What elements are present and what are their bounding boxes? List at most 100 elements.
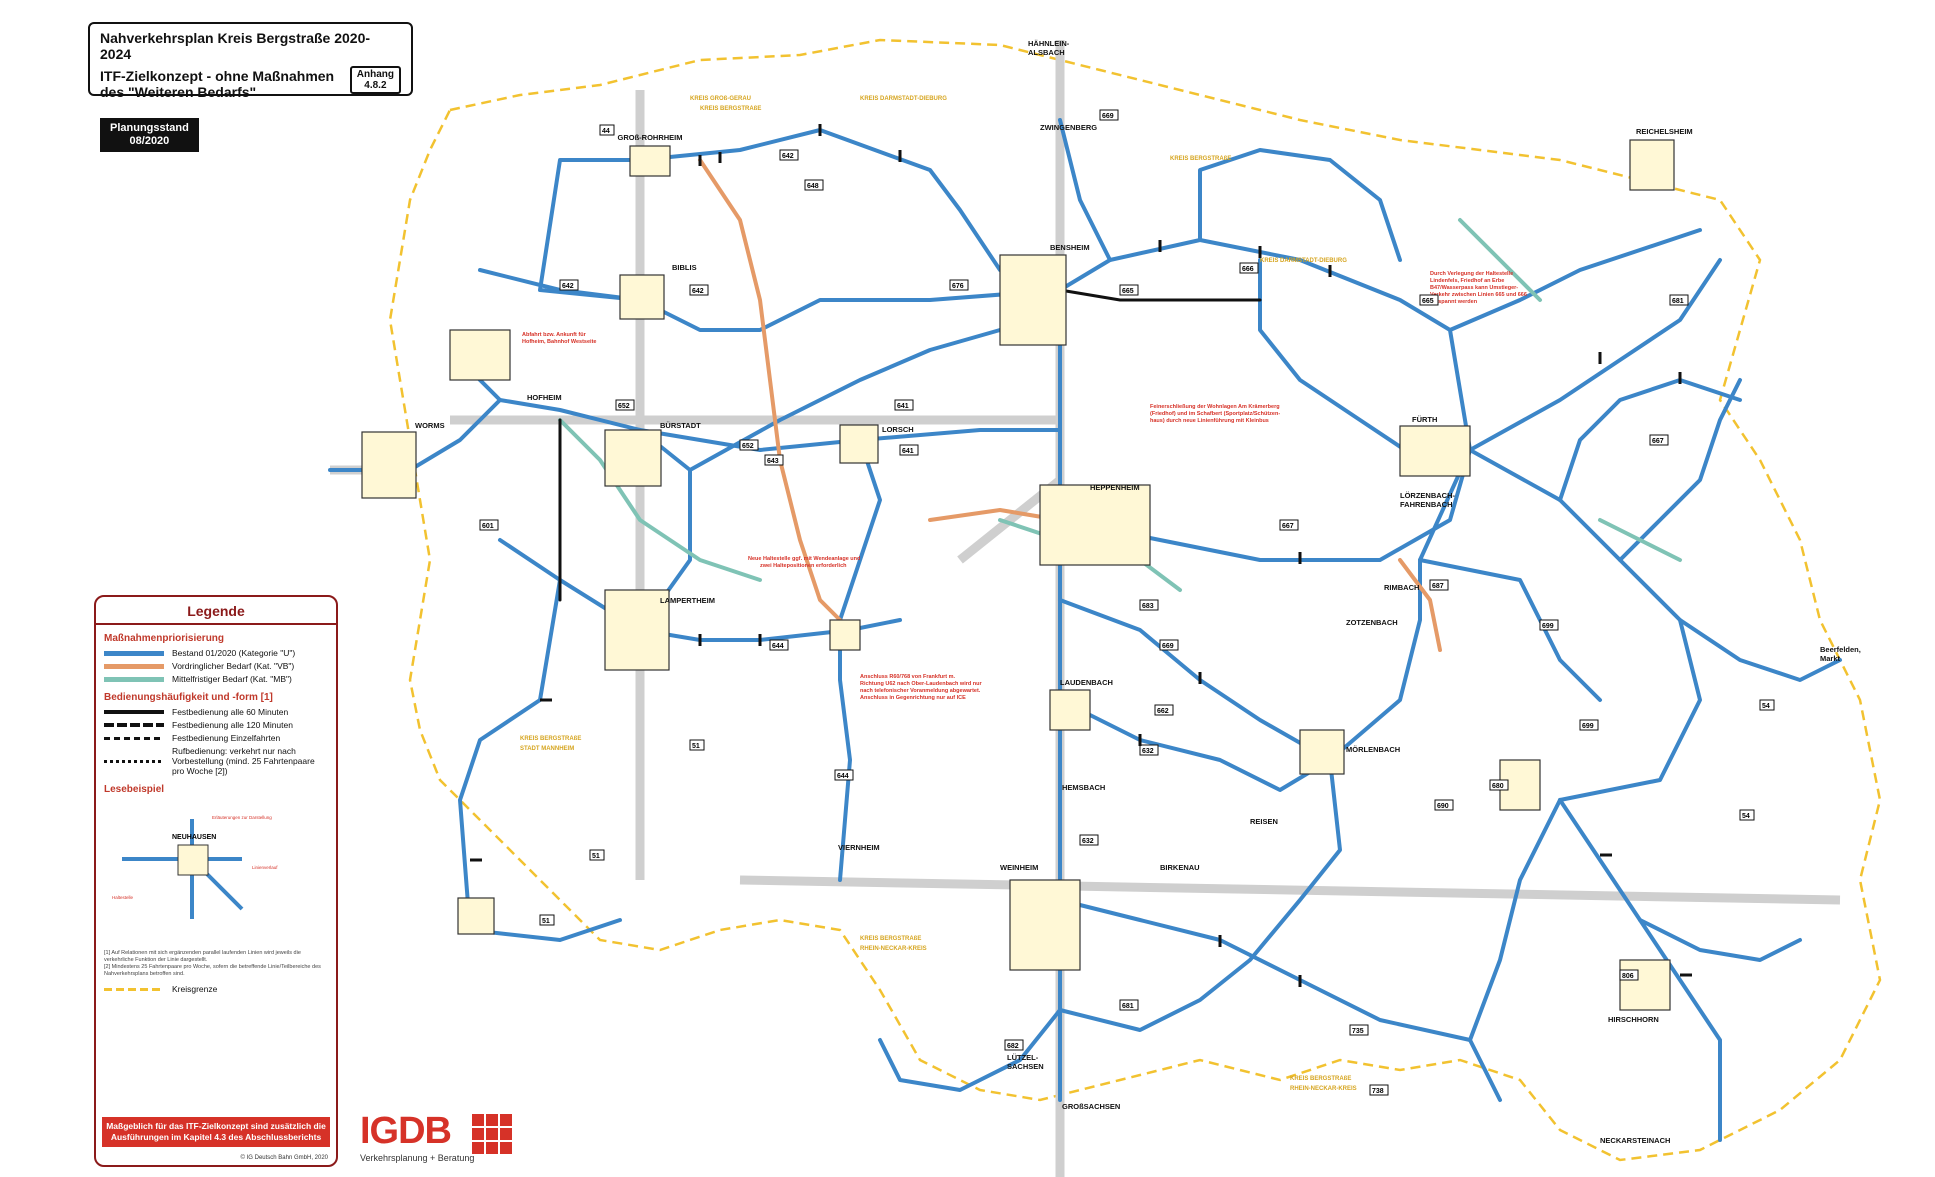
- svg-text:669: 669: [1102, 113, 1114, 120]
- svg-text:683: 683: [1142, 603, 1154, 610]
- svg-text:601: 601: [482, 523, 494, 530]
- svg-text:699: 699: [1582, 723, 1594, 730]
- line-badge: 641: [895, 400, 913, 410]
- bus-lines: [330, 120, 1840, 1140]
- anhang-label: Anhang: [357, 69, 394, 80]
- legend-copyright: © IG Deutsch Bahn GmbH, 2020: [241, 1155, 328, 1161]
- hub-laudenbach: [1050, 690, 1090, 730]
- svg-text:642: 642: [562, 283, 574, 290]
- svg-text:Richtung U62 nach Ober-Laudenb: Richtung U62 nach Ober-Laudenbach wird n…: [860, 681, 982, 687]
- line-badge: 643: [765, 455, 783, 465]
- label-beerfelden: Beerfelden,: [1820, 645, 1861, 654]
- label-grosssachsen: GROßSACHSEN: [1062, 1102, 1120, 1111]
- logo-name: IGDB: [360, 1110, 474, 1153]
- line-badge: 687: [1430, 580, 1448, 590]
- label-laudenbach: LAUDENBACH: [1060, 678, 1113, 687]
- svg-text:687: 687: [1432, 583, 1444, 590]
- hub-neuhausen-area: [458, 898, 494, 934]
- svg-text:KREIS BERGSTRAßE: KREIS BERGSTRAßE: [520, 736, 581, 742]
- line-badge: 54: [1740, 810, 1754, 820]
- legend-swatch-kreisgrenze: [104, 988, 164, 991]
- line-badge: 699: [1580, 720, 1598, 730]
- label-lampertheim: LAMPERTHEIM: [660, 596, 715, 605]
- line-badge: 632: [1140, 745, 1158, 755]
- line-badge: 662: [1155, 705, 1173, 715]
- line-badge: 669: [1160, 640, 1178, 650]
- line-badge: 699: [1540, 620, 1558, 630]
- legend-label: Bestand 01/2020 (Kategorie "U"): [172, 648, 295, 658]
- line-badge: 667: [1650, 435, 1668, 445]
- planungsstand-label: Planungsstand: [110, 122, 189, 135]
- line-badge: 652: [740, 440, 758, 450]
- svg-text:RHEIN-NECKAR-KREIS: RHEIN-NECKAR-KREIS: [1290, 1086, 1357, 1092]
- hub-worms: [362, 432, 416, 498]
- legend-label: Vordringlicher Bedarf (Kat. "VB"): [172, 661, 294, 671]
- legend-item: Rufbedienung: verkehrt nur nach Vorbeste…: [104, 746, 328, 776]
- svg-text:681: 681: [1122, 1003, 1134, 1010]
- legend-item: Kreisgrenze: [104, 984, 328, 994]
- map-title: Nahverkehrsplan Kreis Bergstraße 2020-20…: [100, 30, 401, 62]
- svg-text:738: 738: [1372, 1088, 1384, 1095]
- svg-text:Abfahrt bzw. Ankunft für: Abfahrt bzw. Ankunft für: [522, 332, 587, 338]
- legend-title: Legende: [96, 603, 336, 625]
- svg-text:KREIS DARMSTADT-DIEBURG: KREIS DARMSTADT-DIEBURG: [1260, 258, 1347, 264]
- svg-text:Hofheim, Bahnhof Westseite: Hofheim, Bahnhof Westseite: [522, 339, 596, 345]
- label-reisen: REISEN: [1250, 817, 1278, 826]
- svg-text:667: 667: [1652, 438, 1664, 445]
- label-sachsen: SACHSEN: [1007, 1062, 1044, 1071]
- label-worms: WORMS: [415, 421, 445, 430]
- svg-text:641: 641: [902, 448, 914, 455]
- hub-gross-rohrheim: [630, 146, 670, 176]
- label-reichelsheim: REICHELSHEIM: [1636, 127, 1693, 136]
- svg-text:632: 632: [1142, 748, 1154, 755]
- legend-freq-heading: Bedienungshäufigkeit und -form [1]: [104, 692, 328, 703]
- svg-text:Erläuterungen zur Darstellung: Erläuterungen zur Darstellung: [212, 815, 272, 820]
- svg-text:676: 676: [952, 283, 964, 290]
- legend-example-diagram: NEUHAUSEN Erläuterungen zur Darstellung …: [102, 799, 332, 939]
- line-badge: 648: [805, 180, 823, 190]
- line-badge: 667: [1280, 520, 1298, 530]
- svg-text:643: 643: [767, 458, 779, 465]
- line-badge: 738: [1370, 1085, 1388, 1095]
- legend-label: Festbedienung alle 120 Minuten: [172, 720, 293, 730]
- logo-grid-icon: [472, 1114, 512, 1154]
- svg-text:51: 51: [692, 743, 700, 750]
- line-badge: 690: [1435, 800, 1453, 810]
- legend-label: Kreisgrenze: [172, 984, 217, 994]
- label-weinheim: WEINHEIM: [1000, 863, 1038, 872]
- hub-moerlenbach: [1300, 730, 1344, 774]
- legend-swatch-120: [104, 723, 164, 727]
- planungsstand-badge: Planungsstand 08/2020: [100, 118, 199, 152]
- label-fahrenbach: FAHRENBACH: [1400, 500, 1453, 509]
- anhang-number: 4.8.2: [357, 80, 394, 91]
- legend-item: Festbedienung alle 60 Minuten: [104, 707, 328, 717]
- line-badge: 644: [835, 770, 853, 780]
- label-luetzel: LÜTZEL-: [1007, 1053, 1039, 1062]
- svg-text:662: 662: [1157, 708, 1169, 715]
- svg-text:681: 681: [1672, 298, 1684, 305]
- svg-text:644: 644: [772, 643, 784, 650]
- line-badge: 642: [560, 280, 578, 290]
- line-badge: 51: [540, 915, 554, 925]
- svg-text:682: 682: [1007, 1043, 1019, 1050]
- line-badge: 641: [900, 445, 918, 455]
- svg-text:Anschluss in Gegenrichtung nur: Anschluss in Gegenrichtung nur auf ICE: [860, 695, 966, 701]
- line-badge: 652: [616, 400, 634, 410]
- hub-lorsch: [840, 425, 878, 463]
- hub-biblis: [620, 275, 664, 319]
- hub-hirschhorn: [1620, 960, 1670, 1010]
- svg-text:Linienverlauf: Linienverlauf: [252, 865, 278, 870]
- line-badge: 676: [950, 280, 968, 290]
- svg-text:652: 652: [618, 403, 630, 410]
- hub-weinheim: [1010, 880, 1080, 970]
- label-viernheim: VIERNHEIM: [838, 843, 880, 852]
- svg-text:54: 54: [1762, 703, 1770, 710]
- legend-item: Festbedienung alle 120 Minuten: [104, 720, 328, 730]
- line-badge: 681: [1120, 1000, 1138, 1010]
- hub-reichelsheim: [1630, 140, 1674, 190]
- title-box: Nahverkehrsplan Kreis Bergstraße 2020-20…: [88, 22, 413, 96]
- svg-text:KREIS BERGSTRAßE: KREIS BERGSTRAßE: [860, 936, 921, 942]
- label-biblis: BIBLIS: [672, 263, 697, 272]
- svg-text:KREIS BERGSTRAßE: KREIS BERGSTRAßE: [700, 106, 761, 112]
- svg-text:Haltestelle: Haltestelle: [112, 895, 134, 900]
